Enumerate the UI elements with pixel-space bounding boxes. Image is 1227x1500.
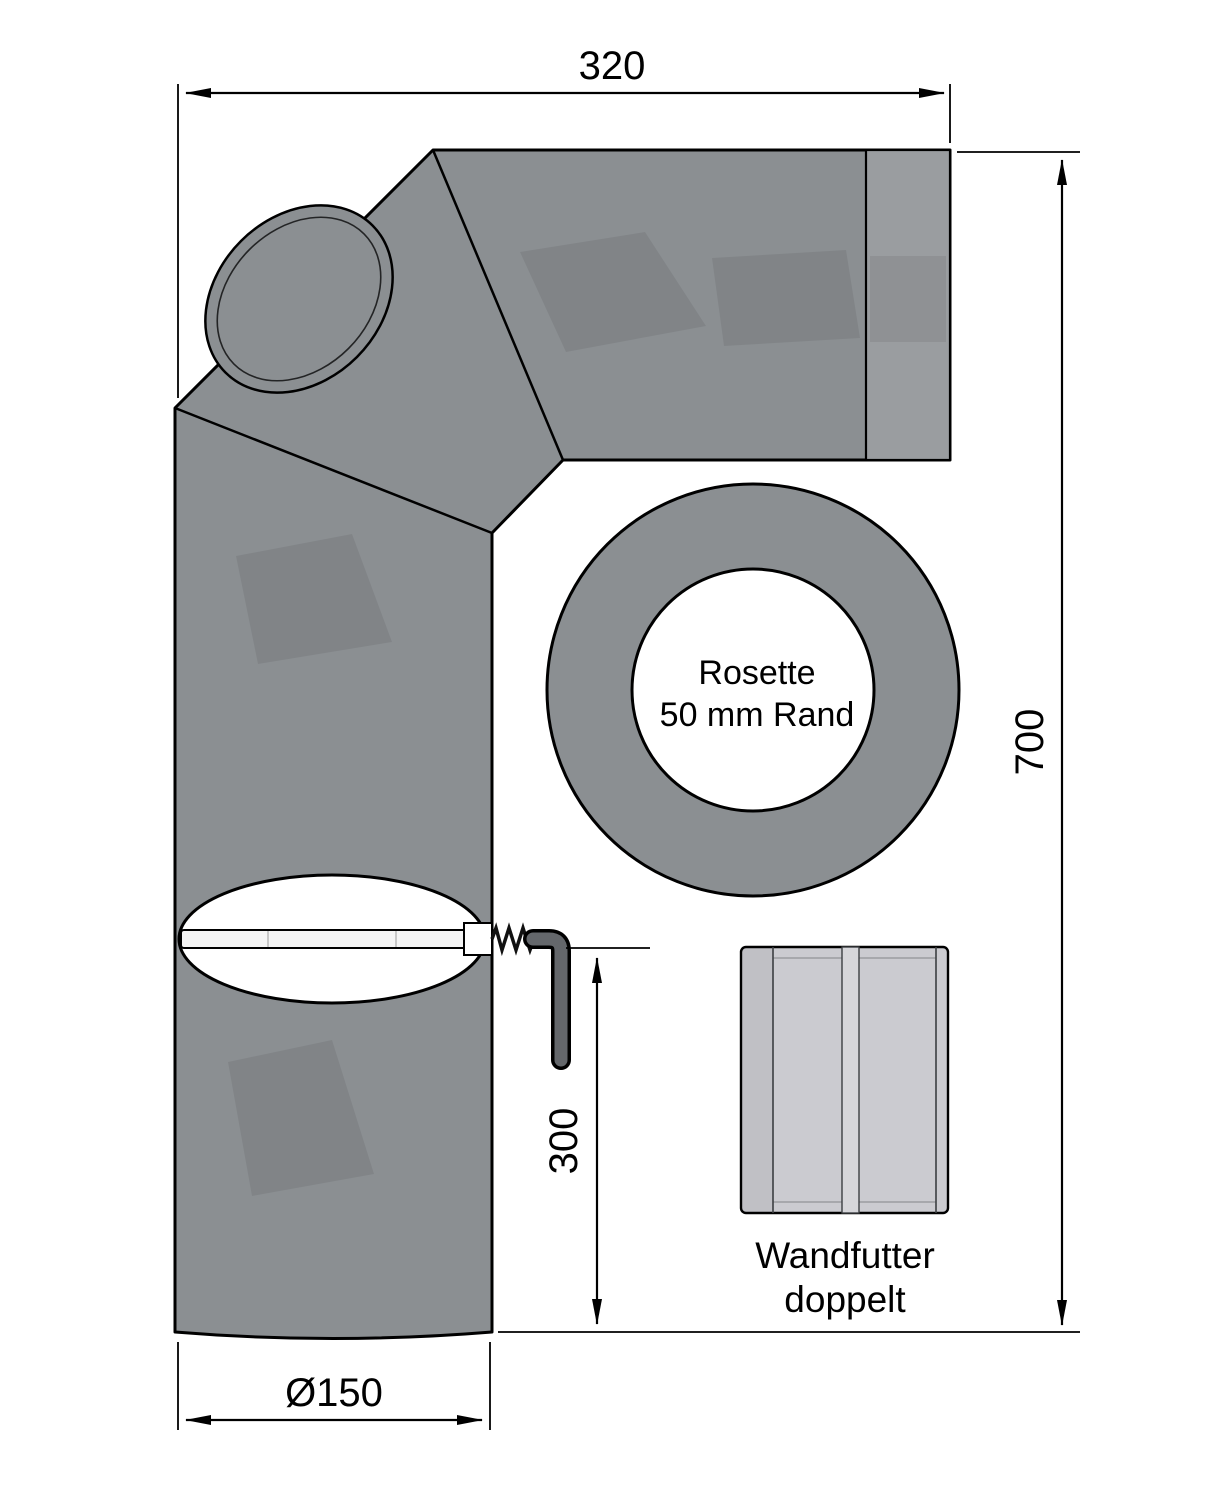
rosette-hole xyxy=(630,567,876,813)
height-dimension-label: 700 xyxy=(1008,709,1052,776)
rosette-label-line1: Rosette xyxy=(698,654,815,692)
pipe-seam-lower xyxy=(174,406,493,535)
damper-handle xyxy=(526,932,568,1067)
wall-sleeve-label-line1: Wandfutter xyxy=(755,1235,935,1276)
wall-sleeve-rib xyxy=(841,946,860,1214)
pipe-seam-upper xyxy=(431,149,565,461)
rosette-label-line2: 50 mm Rand xyxy=(660,696,855,734)
cleaning-door-inner-edge xyxy=(216,216,382,382)
pipe-end-cap xyxy=(864,148,952,462)
cleaning-door xyxy=(204,204,394,394)
damper-rod xyxy=(180,929,480,949)
damper-nut xyxy=(463,922,493,956)
damper-dimension-label: 300 xyxy=(542,1108,586,1175)
wall-sleeve-label-line2: doppelt xyxy=(784,1279,906,1320)
pipe-shading xyxy=(228,232,946,1196)
width-dimension-label: 320 xyxy=(579,44,646,88)
wall-sleeve-left-face-shade xyxy=(741,947,773,1213)
diameter-dimension-label: Ø150 xyxy=(285,1371,383,1415)
